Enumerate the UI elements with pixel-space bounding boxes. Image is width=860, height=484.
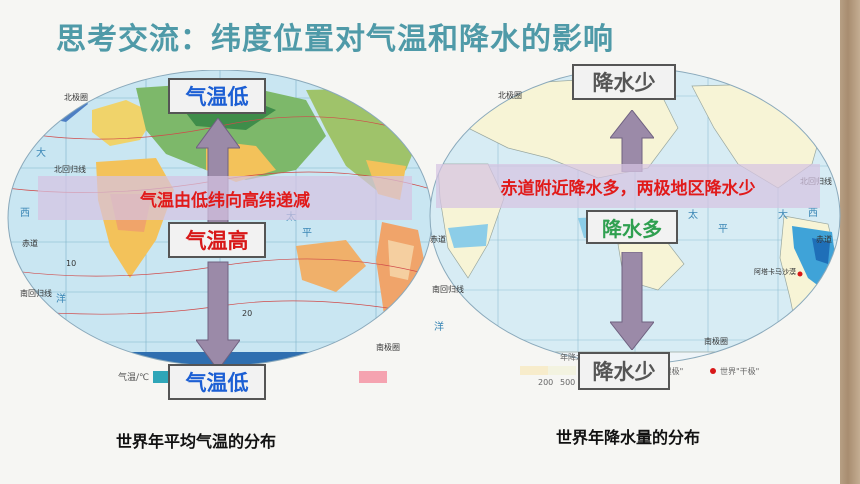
label-ocean-tai: 太 bbox=[688, 208, 698, 221]
label-tropic-cancer: 北回归线 bbox=[54, 164, 86, 174]
temperature-map-caption: 世界年平均气温的分布 bbox=[116, 432, 277, 451]
label-north-pole-circle: 北极圈 bbox=[64, 92, 88, 102]
box-temp-high: 气温高 bbox=[168, 222, 266, 258]
box-rain-high: 降水多 bbox=[586, 210, 678, 244]
australia-landmass bbox=[296, 240, 366, 292]
label-ocean-da: 大 bbox=[778, 208, 788, 221]
label-ocean-xi: 西 bbox=[808, 208, 818, 219]
legend-dry-pole-dot bbox=[710, 368, 716, 374]
legend-dry-pole: 世界"干极" bbox=[720, 367, 760, 376]
legend-wet-pole: "湿极" bbox=[660, 367, 684, 376]
europe-landmass bbox=[92, 100, 156, 146]
label-isotherm-10: 10 bbox=[66, 259, 76, 268]
legend-swatch-warm bbox=[359, 370, 388, 383]
label-south-pole-circle: 南极圈 bbox=[704, 336, 728, 346]
label-north-pole-circle: 北极圈 bbox=[498, 90, 522, 100]
label-equator: 赤道 bbox=[430, 234, 446, 244]
label-atacama: 阿塔卡马沙漠 bbox=[754, 267, 796, 276]
precipitation-legend: 年降水 200 500 "湿极" 世界"干极" bbox=[520, 352, 770, 388]
label-ocean-yang: 洋 bbox=[434, 320, 444, 333]
wood-edge-decoration bbox=[840, 0, 860, 484]
box-temp-low-top: 气温低 bbox=[168, 78, 266, 114]
south-america-landmass bbox=[376, 222, 426, 346]
label-south-pole-circle: 南极圈 bbox=[376, 342, 400, 352]
label-ocean-xi: 西 bbox=[20, 208, 30, 219]
label-ocean-yang: 洋 bbox=[56, 292, 66, 305]
label-ocean-ping: 平 bbox=[718, 224, 728, 235]
precipitation-down-arrow bbox=[610, 252, 654, 350]
label-tropic-capricorn: 南回归线 bbox=[432, 284, 464, 294]
temperature-legend-label: 气温/℃ bbox=[118, 373, 150, 383]
label-tropic-capricorn: 南回归线 bbox=[20, 288, 52, 298]
precipitation-map-caption: 世界年降水量的分布 bbox=[556, 428, 701, 447]
temperature-trend-band: 气温由低纬向高纬递减 bbox=[38, 176, 412, 220]
label-equator: 赤道 bbox=[22, 238, 38, 248]
box-temp-low-bottom: 气温低 bbox=[168, 364, 266, 400]
legend-value-500: 500 bbox=[560, 378, 576, 387]
box-rain-low-bottom: 降水少 bbox=[578, 352, 670, 390]
label-equator-right: 赤道 bbox=[816, 234, 832, 244]
legend-value-200: 200 bbox=[538, 378, 554, 387]
precipitation-trend-band: 赤道附近降水多，两极地区降水少 bbox=[436, 164, 820, 208]
label-ocean-da: 大 bbox=[36, 146, 46, 159]
box-rain-low-top: 降水少 bbox=[572, 64, 676, 100]
precipitation-up-arrow bbox=[610, 110, 654, 172]
precipitation-legend-title: 年降水 bbox=[560, 353, 584, 362]
label-ocean-ping: 平 bbox=[302, 228, 312, 239]
dry-pole-marker bbox=[797, 271, 803, 277]
slide-title: 思考交流：纬度位置对气温和降水的影响 bbox=[56, 22, 614, 57]
label-isotherm-20: 20 bbox=[242, 309, 252, 318]
